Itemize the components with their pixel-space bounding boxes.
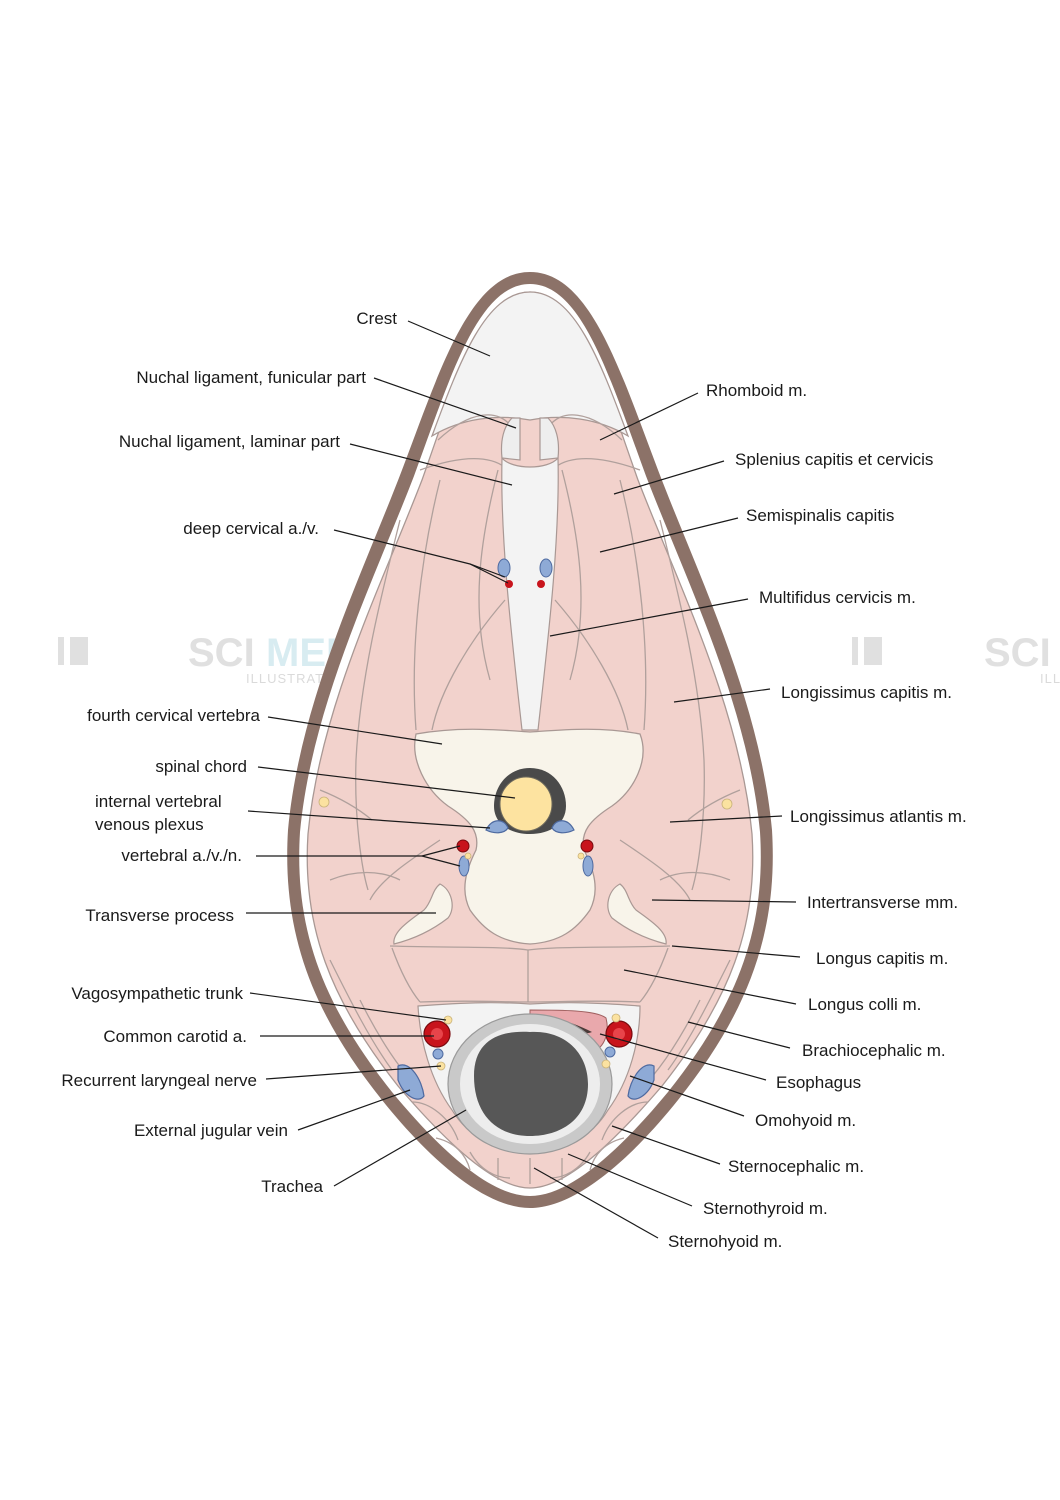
watermark-brand-a-2: SCI (984, 631, 1051, 675)
label-transverse-process: Transverse process (85, 906, 234, 925)
label-omohyoid: Omohyoid m. (755, 1111, 856, 1130)
label-intertransverse: Intertransverse mm. (807, 893, 958, 912)
vertebra-arch (414, 728, 644, 945)
label-trachea: Trachea (261, 1177, 323, 1196)
venous-plexus-right (551, 820, 575, 834)
leader-lines (246, 320, 801, 1239)
watermark-right: SCI ILLUSTRATION (852, 631, 1060, 686)
watermark-left: SCI MED ILLUSTRATION (58, 631, 355, 686)
label-sternocephalic: Sternocephalic m. (728, 1157, 864, 1176)
label-venous-plexus-1: internal vertebral (95, 792, 222, 811)
crest-fat (430, 291, 630, 438)
watermark-sub-2: ILLUSTRATION (1040, 671, 1060, 686)
label-brachiocephalic: Brachiocephalic m. (802, 1041, 946, 1060)
label-rhomboid: Rhomboid m. (706, 381, 807, 400)
label-spinal-chord: spinal chord (155, 757, 247, 776)
label-vertebral: vertebral a./v./n. (121, 846, 242, 865)
label-common-carotid: Common carotid a. (103, 1027, 247, 1046)
label-multifidus: Multifidus cervicis m. (759, 588, 916, 607)
label-sternohyoid: Sternohyoid m. (668, 1232, 782, 1251)
label-fourth-vertebra: fourth cervical vertebra (87, 706, 260, 725)
trachea-shape (447, 1013, 613, 1155)
nerve-dot-right (721, 798, 733, 810)
external-jugular-right (627, 1064, 655, 1100)
transverse-process-left (393, 883, 453, 945)
label-deep-cervical: deep cervical a./v. (183, 519, 319, 538)
label-longus-capitis: Longus capitis m. (816, 949, 948, 968)
label-sternothyroid: Sternothyroid m. (703, 1199, 828, 1218)
transverse-process-right (607, 883, 667, 945)
label-external-jugular: External jugular vein (134, 1121, 288, 1140)
venous-plexus-left (485, 820, 509, 834)
label-crest: Crest (356, 309, 397, 328)
label-longissimus-capitis: Longissimus capitis m. (781, 683, 952, 702)
labels-right: Rhomboid m. Splenius capitis et cervicis… (668, 381, 967, 1251)
label-longus-colli: Longus colli m. (808, 995, 921, 1014)
label-esophagus: Esophagus (776, 1073, 861, 1092)
labels-left: Crest Nuchal ligament, funicular part Nu… (61, 309, 397, 1196)
label-vagosympathetic: Vagosympathetic trunk (71, 984, 243, 1003)
label-semispinalis: Semispinalis capitis (746, 506, 894, 525)
label-longissimus-atlantis: Longissimus atlantis m. (790, 807, 967, 826)
label-nuchal-laminar: Nuchal ligament, laminar part (119, 432, 340, 451)
external-jugular-left (397, 1064, 425, 1100)
watermark-brand-a: SCI (188, 631, 255, 675)
label-venous-plexus-2: venous plexus (95, 815, 204, 834)
carotid-group-left (423, 1015, 453, 1071)
spinal-chord-shape (499, 776, 553, 832)
label-splenius: Splenius capitis et cervicis (735, 450, 933, 469)
nerve-dot-left (318, 796, 330, 808)
deep-cervical-vessels (497, 558, 553, 588)
vertebral-vessels (456, 839, 594, 877)
label-nuchal-funicular: Nuchal ligament, funicular part (136, 368, 366, 387)
label-recurrent-laryngeal: Recurrent laryngeal nerve (61, 1071, 257, 1090)
